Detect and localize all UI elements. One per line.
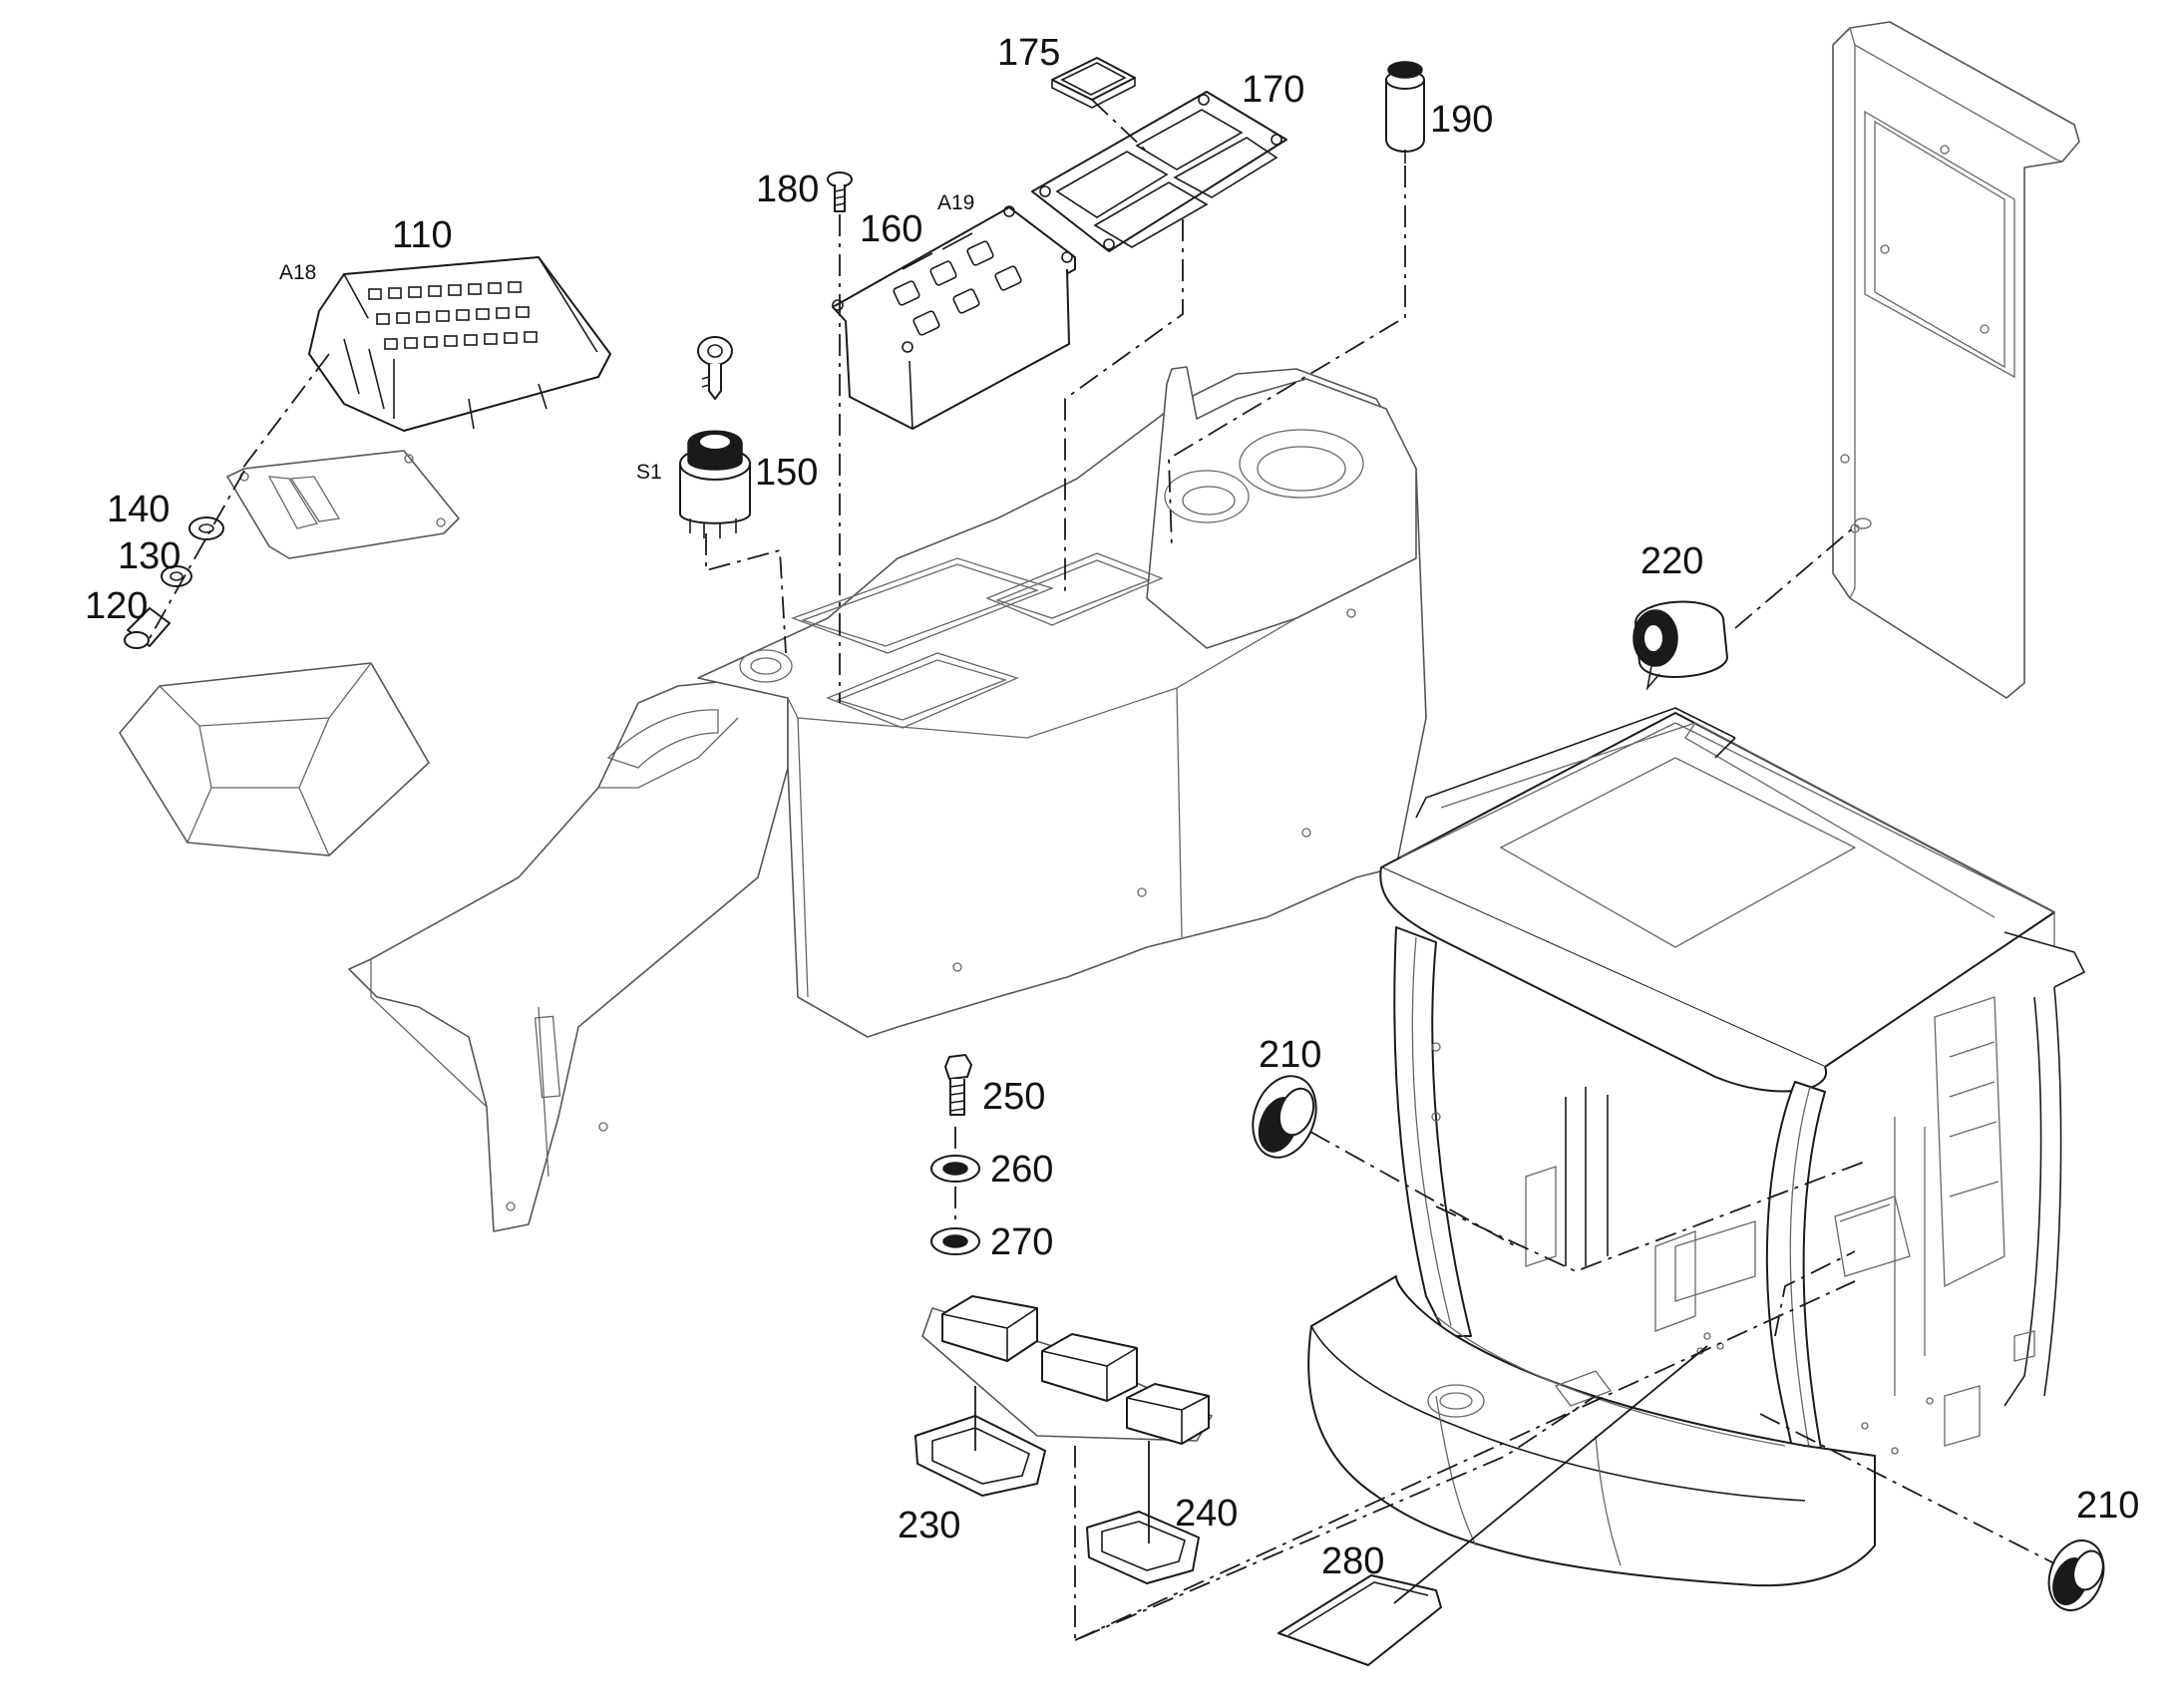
grommet-210-right	[2047, 1539, 2105, 1611]
label-220: 220	[1640, 540, 1703, 582]
label-240: 240	[1175, 1493, 1238, 1535]
label-160: 160	[860, 208, 922, 250]
keypad-110	[308, 256, 611, 432]
switch-block	[921, 1295, 1213, 1445]
ignition-switch-150	[679, 336, 751, 538]
center-console	[348, 366, 1427, 1232]
bolt-250	[944, 1054, 972, 1116]
ref-s1: S1	[636, 461, 662, 484]
bulb-190	[1385, 61, 1425, 164]
grommet-210-left	[1252, 1075, 1317, 1159]
label-120: 120	[85, 585, 148, 627]
ref-a19: A19	[937, 191, 974, 214]
label-250: 250	[982, 1076, 1045, 1118]
label-230: 230	[898, 1505, 960, 1546]
cover-175	[1051, 57, 1136, 109]
label-190: 190	[1430, 99, 1493, 141]
part-labels: 110 120 130 140 150 160 170 175 180 190 …	[85, 32, 2139, 1582]
panel-160-switches	[893, 232, 1022, 336]
leader-lines	[149, 99, 2055, 1642]
rotary-switch-220	[1633, 600, 1728, 691]
storage-tray	[119, 662, 430, 856]
switch-panel-160	[832, 205, 1076, 430]
cab-frame	[1307, 707, 2086, 1587]
keypad-110-keys	[368, 281, 538, 350]
door-panel	[1832, 21, 2080, 699]
label-150: 150	[755, 452, 818, 494]
label-175: 175	[997, 32, 1060, 74]
label-180: 180	[756, 169, 819, 210]
label-210-left: 210	[1259, 1034, 1321, 1076]
washer-260	[930, 1155, 980, 1183]
label-140: 140	[107, 489, 170, 530]
label-270: 270	[990, 1221, 1053, 1263]
washer-270	[930, 1227, 980, 1255]
label-280: 280	[1321, 1540, 1384, 1582]
screw-180	[827, 171, 853, 212]
gasket-240	[1086, 1511, 1200, 1584]
ref-a18: A18	[279, 261, 316, 284]
bezel-170	[1031, 91, 1287, 252]
label-210-right: 210	[2076, 1485, 2139, 1527]
label-260: 260	[990, 1149, 1053, 1191]
label-110: 110	[392, 214, 453, 256]
keypad-bracket	[226, 450, 460, 559]
fastener-set-120-140	[124, 516, 224, 649]
gasket-230	[914, 1415, 1046, 1497]
floor-mat-280	[1277, 1574, 1442, 1666]
label-170: 170	[1242, 69, 1304, 111]
label-130: 130	[118, 535, 181, 577]
